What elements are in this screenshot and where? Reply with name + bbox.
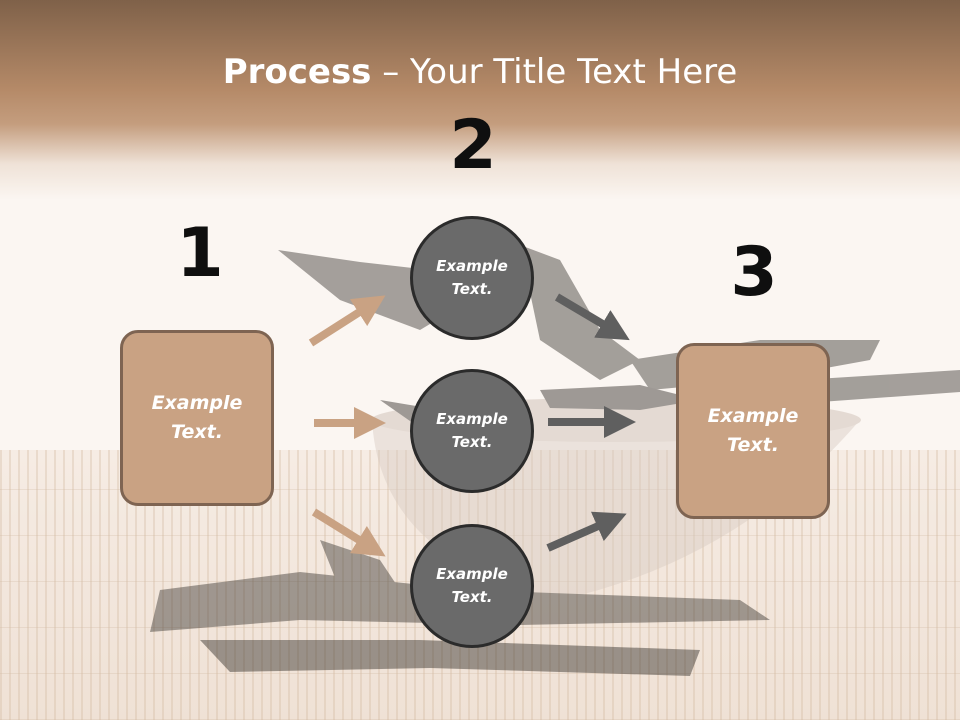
- slide-title: Process – Your Title Text Here: [0, 52, 960, 92]
- step-number-1: 1: [176, 214, 224, 293]
- right-box-line1: Example: [707, 405, 799, 427]
- header-band: [0, 0, 960, 200]
- circle-3-line1: Example: [436, 565, 508, 583]
- arrow-from-circle-3: [546, 511, 627, 552]
- arrow-to-circle-1: [308, 295, 386, 347]
- right-box-line2: Text.: [727, 434, 779, 456]
- title-rest: – Your Title Text Here: [371, 52, 738, 92]
- arrow-from-circle-1: [554, 293, 630, 341]
- arrow-to-circle-3: [311, 508, 386, 557]
- step-number-3: 3: [730, 233, 778, 312]
- step-number-2: 2: [449, 106, 497, 185]
- circle-2-line2: Text.: [451, 433, 493, 451]
- circle-2-line1: Example: [436, 410, 508, 428]
- circle-1-line2: Text.: [451, 280, 493, 298]
- circle-1-line1: Example: [436, 257, 508, 275]
- left-box-line1: Example: [151, 392, 243, 414]
- left-box-line2: Text.: [171, 421, 223, 443]
- circle-3-line2: Text.: [451, 588, 493, 606]
- title-bold: Process: [222, 52, 372, 92]
